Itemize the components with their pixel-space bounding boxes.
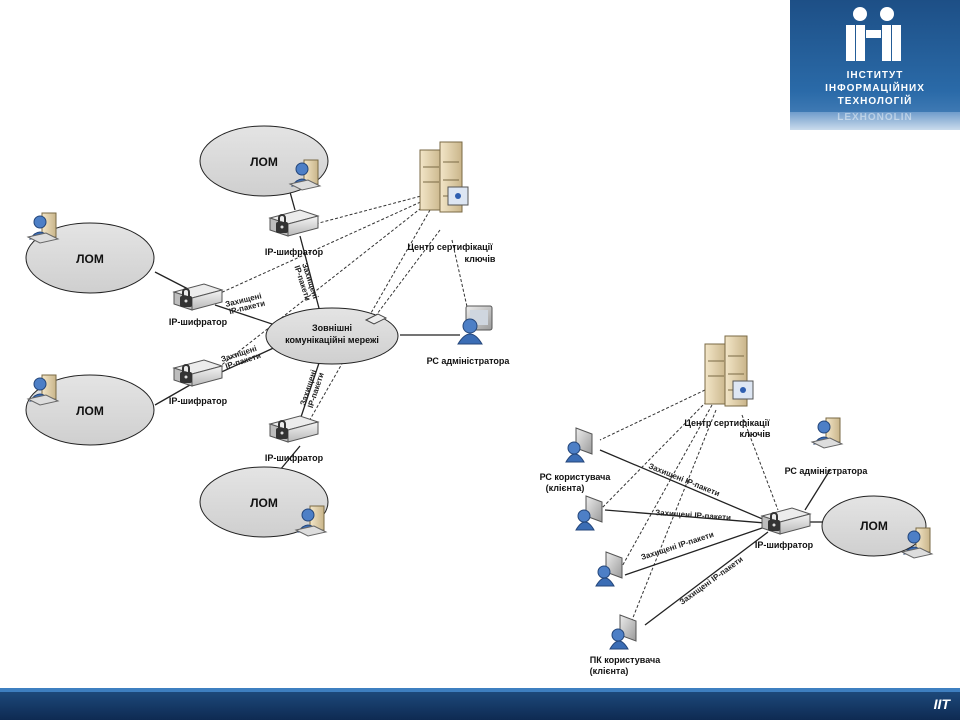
client-laptop: ПК користувача (клієнта) (590, 614, 661, 676)
footer-stripe (0, 688, 960, 692)
laptop-label-2: (клієнта) (590, 666, 629, 676)
lom-left-lower: ЛОМ (25, 374, 155, 446)
lom-top: ЛОМ (199, 125, 329, 197)
network-label-2: комунікаційні мережі (285, 335, 379, 345)
right-control-lines (599, 389, 779, 626)
packet-label: Захищені IP-пакети (647, 462, 721, 499)
user-pc-icon (27, 212, 59, 244)
external-networks: Зовнішні комунікаційні мережі (265, 307, 399, 365)
right-links (599, 449, 831, 626)
encryptor-top: IP-шифратор (265, 209, 324, 257)
cert-center-right: Центр сертифікації ключів (684, 335, 771, 439)
encryptor-icon (173, 283, 223, 311)
client-pc-2 (575, 495, 603, 531)
right-diagram: Центр сертифікації ключів РС адміністрат… (540, 335, 933, 676)
packet-label: Захищені IP-пакети (678, 555, 745, 607)
logo-line-2: ІНФОРМАЦІЙНИХ (825, 83, 925, 94)
lom-left-upper: ЛОМ (25, 212, 155, 294)
network-label-1: Зовнішні (312, 323, 352, 333)
lom-bottom: ЛОМ (199, 466, 329, 538)
client-pc-3 (595, 551, 623, 587)
encryptor-left-upper: IP-шифратор (169, 283, 228, 327)
client-pc-icon (565, 427, 593, 463)
admin-label: РС адміністратора (427, 356, 511, 366)
logo-reflection: LEXHONOLIN (790, 112, 960, 130)
server-icon (704, 335, 754, 407)
encryptor-left-lower: IP-шифратор (169, 359, 228, 406)
admin-pc-icon (811, 417, 843, 449)
client-label-1: РС користувача (540, 472, 612, 482)
logo-line-3: ТЕХНОЛОГІЙ (837, 96, 913, 107)
encryptor-label: IP-шифратор (755, 540, 814, 550)
lom-label: ЛОМ (76, 252, 104, 266)
left-diagram: ЛОМ ЛОМ ЛОМ ЛОМ Зовнішні комунікаційні м… (25, 125, 511, 538)
lom-label: ЛОМ (250, 155, 278, 169)
lom-label: ЛОМ (860, 519, 888, 533)
lom-label: ЛОМ (250, 496, 278, 510)
logo-line-1: ІНСТИТУТ (846, 70, 904, 81)
admin-pc-icon (457, 305, 493, 345)
cert-center-label-2: ключів (465, 254, 496, 264)
footer-brand: IIT (933, 696, 950, 712)
server-icon (419, 141, 469, 213)
user-pc-icon (27, 374, 59, 406)
encryptor-label: IP-шифратор (169, 396, 228, 406)
footer-bar: IIT (0, 688, 960, 720)
network-diagram: ЛОМ ЛОМ ЛОМ ЛОМ Зовнішні комунікаційні м… (25, 125, 933, 676)
institute-logo: ІНСТИТУТ ІНФОРМАЦІЙНИХ ТЕХНОЛОГІЙ LEXHON… (790, 0, 960, 130)
encryptor-icon (269, 415, 319, 443)
client-laptop-icon (609, 614, 637, 650)
cert-center-label-1: Центр сертифікації (684, 418, 770, 428)
client-pc-icon (595, 551, 623, 587)
packet-label: Захищені IP-пакети (655, 508, 732, 522)
laptop-label-1: ПК користувача (590, 655, 661, 665)
cert-center-left: Центр сертифікації ключів (407, 141, 496, 264)
cert-center-label-1: Центр сертифікації (407, 242, 493, 252)
encryptor-icon (269, 209, 319, 237)
encryptor-icon (761, 507, 811, 535)
cert-center-label-2: ключів (740, 429, 771, 439)
encryptor-right: IP-шифратор (755, 507, 814, 550)
encryptor-label: IP-шифратор (265, 453, 324, 463)
iit-logo-icon (846, 7, 901, 61)
lom-label: ЛОМ (76, 404, 104, 418)
encryptor-icon (173, 359, 223, 387)
encryptor-label: IP-шифратор (265, 247, 324, 257)
packet-labels-right: Захищені IP-пакети Захищені IP-пакети За… (640, 462, 745, 607)
encryptor-bottom: IP-шифратор (265, 415, 324, 463)
admin-pc-left: РС адміністратора (427, 305, 511, 366)
client-label-2: (клієнта) (546, 483, 585, 493)
client-pc-1: РС користувача (клієнта) (540, 427, 612, 493)
encryptor-label: IP-шифратор (169, 317, 228, 327)
admin-pc-right: РС адміністратора (785, 417, 869, 476)
admin-label: РС адміністратора (785, 466, 869, 476)
lom-right: ЛОМ (821, 495, 933, 559)
client-pc-icon (575, 495, 603, 531)
